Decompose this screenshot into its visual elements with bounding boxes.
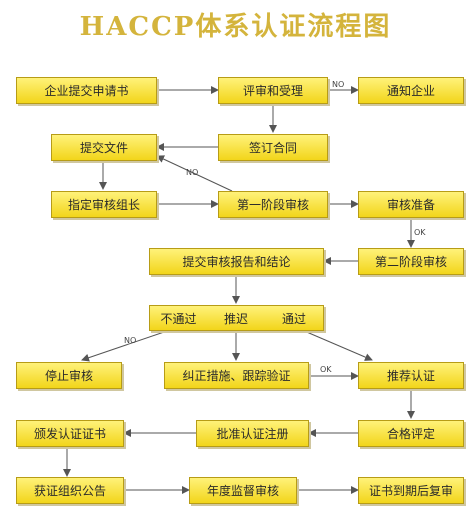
node-sign-contract: 签订合同 xyxy=(218,134,328,161)
node-stage1-audit: 第一阶段审核 xyxy=(218,191,328,218)
decision-delay: 推迟 xyxy=(207,305,266,331)
node-recommend-cert: 推荐认证 xyxy=(358,362,464,389)
node-publish-announcement: 获证组织公告 xyxy=(16,477,124,504)
node-audit-preparation: 审核准备 xyxy=(358,191,464,218)
node-review-accept: 评审和受理 xyxy=(218,77,328,104)
node-assign-audit-team: 指定审核组长 xyxy=(51,191,157,218)
edge-label-no: NO xyxy=(124,336,137,345)
page-title: HACCP体系认证流程图 xyxy=(79,12,392,42)
node-issue-certificate: 颁发认证证书 xyxy=(16,420,124,447)
node-stop-audit: 停止审核 xyxy=(16,362,122,389)
node-qualification-review: 合格评定 xyxy=(358,420,464,447)
decision-bar: 不通过 推迟 通过 xyxy=(149,305,324,331)
node-notify-enterprise: 通知企业 xyxy=(358,77,464,104)
node-annual-surveillance: 年度监督审核 xyxy=(189,477,297,504)
edge-label-ok: OK xyxy=(414,228,426,237)
arrow-pass-to-recommend xyxy=(301,329,373,361)
node-stage2-audit: 第二阶段审核 xyxy=(358,248,464,275)
node-approve-registration: 批准认证注册 xyxy=(196,420,309,447)
node-submit-report: 提交审核报告和结论 xyxy=(149,248,324,275)
node-corrective-action: 纠正措施、跟踪验证 xyxy=(164,362,309,389)
edge-label-ok: OK xyxy=(320,365,332,374)
node-submit-documents: 提交文件 xyxy=(51,134,157,161)
decision-fail: 不通过 xyxy=(149,305,208,331)
edge-label-no: NO xyxy=(332,80,345,89)
node-recertification: 证书到期后复审 xyxy=(358,477,464,504)
arrow-fail-to-stop xyxy=(81,329,171,362)
node-submit-application: 企业提交申请书 xyxy=(16,77,157,104)
decision-pass: 通过 xyxy=(265,305,324,331)
arrow-stage1-to-documents xyxy=(156,155,233,192)
edge-label-no: NO xyxy=(186,168,199,177)
